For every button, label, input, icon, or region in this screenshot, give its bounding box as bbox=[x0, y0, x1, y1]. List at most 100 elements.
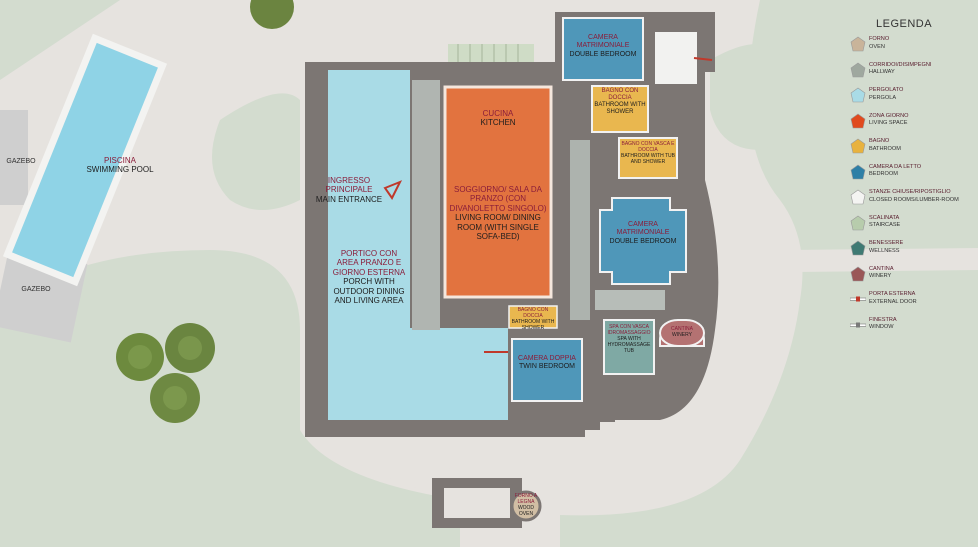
twin-label-en: TWIN BEDROOM bbox=[519, 363, 575, 371]
legend-swatch bbox=[850, 164, 866, 179]
legend-label-it: FINESTRA bbox=[869, 316, 897, 323]
oven-label-en: WOOD OVEN bbox=[517, 504, 535, 517]
legend-label-en: BEDROOM bbox=[869, 171, 898, 178]
bath-tub-label-en: BATHROOM WITH TUB AND SHOWER bbox=[621, 152, 675, 165]
legend-label-en: WINERY bbox=[869, 273, 892, 280]
gazebo-label-2: GAZEBO bbox=[21, 286, 51, 293]
legend-swatch bbox=[850, 215, 866, 230]
legend-label-it: PORTA ESTERNA bbox=[869, 291, 916, 297]
pool-label-en: SWIMMING POOL bbox=[86, 165, 154, 175]
kitchen-living-area bbox=[443, 85, 553, 299]
porch-label-en: PORCH WITH OUTDOOR DINING AND LIVING ARE… bbox=[333, 277, 405, 306]
legend-label-en: BATHROOM bbox=[869, 145, 901, 152]
gravel-path bbox=[790, 248, 978, 272]
legend-swatch bbox=[850, 62, 866, 77]
twin-label: CAMERA DOPPIA TWIN BEDROOM bbox=[512, 355, 582, 372]
legend-label-en: STAIRCASE bbox=[869, 222, 901, 229]
legend-swatch bbox=[850, 322, 866, 327]
legend-swatch bbox=[850, 138, 866, 154]
bathroom-with-shower bbox=[591, 85, 649, 133]
master-top-label-it: CAMERA MATRIMONIALE bbox=[576, 34, 630, 50]
legend-label-en: LIVING SPACE bbox=[869, 120, 908, 127]
lawn-left bbox=[0, 0, 120, 80]
bath-tub-label: BAGNO CON VASCA E DOCCIA BATHROOM WITH T… bbox=[620, 141, 676, 166]
bath-shower-label-it: BAGNO CON DOCCIA bbox=[601, 88, 639, 102]
porch-label: PORTICO CON AREA PRANZO E GIORNO ESTERNA… bbox=[330, 249, 408, 306]
oven-label-it: FORNO A LEGNA bbox=[514, 493, 538, 505]
spa-label: SPA CON VASCA IDROMASSAGGIO SPA WITH HYD… bbox=[605, 324, 653, 354]
bath-tub-label-it: BAGNO CON VASCA E DOCCIA bbox=[621, 141, 675, 153]
hallway-3 bbox=[595, 290, 665, 310]
bath-shower-label: BAGNO CON DOCCIA BATHROOM WITH SHOWER bbox=[592, 88, 648, 116]
porch-pergola-lower bbox=[405, 328, 508, 420]
lawn-left-mid bbox=[212, 93, 300, 210]
master-top-label: CAMERA MATRIMONIALE DOUBLE BEDROOM bbox=[565, 34, 641, 59]
entrance-label: INGRESSO PRINCIPALE MAIN ENTRANCE bbox=[312, 176, 386, 204]
legend-label-en: WELLNESS bbox=[869, 247, 900, 254]
master-bedroom-mid bbox=[599, 197, 687, 285]
legend-swatch bbox=[850, 87, 866, 103]
small-bath-label-en: BATHROOM WITH SHOWER bbox=[511, 318, 555, 331]
living-label-en: LIVING ROOM/ DINING ROOM (WITH SINGLE SO… bbox=[455, 213, 541, 242]
winery-label: CANTINA WINERY bbox=[661, 326, 703, 339]
legend-swatch bbox=[850, 240, 866, 256]
legend-swatch bbox=[850, 189, 866, 205]
wood-oven bbox=[432, 478, 542, 528]
legend-label-en: OVEN bbox=[869, 43, 885, 50]
legend-label-it: STANZE CHIUSE/RIPOSTIGLIO bbox=[869, 189, 951, 195]
master-mid-label: CAMERA MATRIMONIALE DOUBLE BEDROOM bbox=[605, 221, 681, 246]
entrance-label-en: MAIN ENTRANCE bbox=[315, 194, 383, 204]
bathroom-with-tub bbox=[618, 137, 678, 179]
gazebo-label-1: GAZEBO bbox=[6, 158, 36, 165]
kitchen-label: CUCINA KITCHEN bbox=[455, 109, 541, 128]
lawn-right-upper bbox=[710, 44, 792, 150]
external-doors bbox=[383, 57, 713, 353]
legend-label-it: ZONA GIORNO bbox=[869, 112, 909, 119]
oven-label: FORNO A LEGNA WOOD OVEN bbox=[512, 493, 540, 518]
hallway-2 bbox=[570, 140, 590, 320]
pool-label-it: PISCINA bbox=[103, 156, 136, 165]
master-mid-label-en: DOUBLE BEDROOM bbox=[609, 237, 677, 245]
spa-room bbox=[603, 319, 655, 375]
legend-label-it: PERGOLATO bbox=[869, 87, 904, 93]
legend-label-it: BAGNO bbox=[869, 138, 890, 144]
legend-swatch bbox=[850, 296, 866, 302]
winery-label-en: WINERY bbox=[672, 331, 692, 338]
legend-label-it: FORNO bbox=[869, 36, 890, 42]
porch-pergola bbox=[328, 70, 410, 420]
legend-label-it: SCALINATA bbox=[869, 214, 900, 221]
legend-swatch bbox=[850, 36, 866, 52]
legend-label-en: EXTERNAL DOOR bbox=[869, 298, 917, 305]
legend-swatch bbox=[850, 113, 866, 128]
legend-label-en: WINDOW bbox=[869, 324, 894, 331]
legend-label-it: CORRIDOI/DISIMPEGNI bbox=[869, 61, 932, 68]
kitchen-label-it: CUCINA bbox=[482, 109, 514, 118]
legend-title: LEGENDA bbox=[876, 18, 933, 30]
winery-label-it: CANTINA bbox=[671, 326, 693, 332]
twin-bedroom bbox=[511, 338, 583, 402]
twin-label-it: CAMERA DOPPIA bbox=[518, 355, 576, 362]
spa-label-it: SPA CON VASCA IDROMASSAGGIO bbox=[607, 324, 651, 336]
lawn-right bbox=[560, 0, 978, 547]
master-bedroom-top bbox=[562, 17, 644, 81]
